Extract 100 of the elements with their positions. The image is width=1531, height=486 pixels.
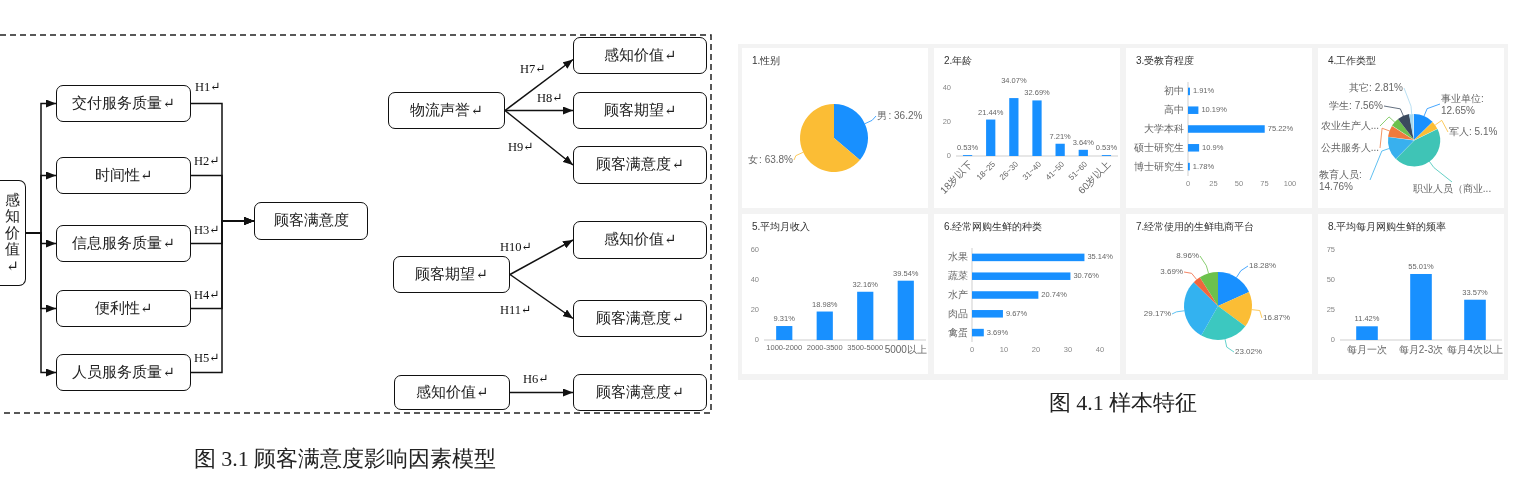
category-label: 禽蛋 [948, 326, 968, 339]
pie-wedge [1392, 119, 1414, 140]
node-label: 感知价值↵ [5, 191, 20, 275]
slice-label: 军人: 5.1% [1449, 126, 1498, 138]
edge-label: H1↵ [195, 80, 221, 94]
category-label: 水产 [948, 289, 968, 301]
edge-label: H11↵ [500, 303, 532, 317]
edge-label: H6↵ [523, 372, 549, 386]
edge-label: H3↵ [194, 223, 220, 237]
slice-label: 教育人员: 14.76% [1319, 168, 1369, 192]
category-label: 蔬菜 [948, 270, 968, 282]
node-label: 顾客满意度 [273, 212, 349, 230]
slice-label: 农业生产人... [1320, 120, 1379, 132]
category-label: 5000以上 [884, 344, 927, 356]
leader-line [1423, 103, 1441, 117]
leader-line [1379, 116, 1396, 127]
concept-box [56, 225, 191, 262]
value-label: : 63.8% [759, 154, 793, 166]
arrow [509, 273, 574, 320]
concept-box [394, 375, 510, 410]
edge-label: H10↵ [500, 240, 532, 254]
chart-title: 2.年龄 [944, 55, 973, 67]
concept-box [573, 146, 707, 184]
concept-box [56, 85, 191, 122]
category-label: 18岁以下 [937, 158, 975, 197]
figure-caption: 图 4.1 样本特征 [1048, 390, 1198, 416]
chart-title: 7.经常使用的生鲜电商平台 [1136, 221, 1255, 233]
category-label: 初中 [1164, 85, 1184, 98]
edge-label: H4↵ [194, 288, 220, 302]
value-label: 23.02% [1235, 347, 1263, 357]
category-label: 大学本科 [1144, 123, 1184, 135]
category-label: 每月一次 [1347, 344, 1387, 356]
arrow [190, 217, 255, 374]
node-label: 信息服务质量↵ [72, 234, 175, 253]
concept-box [393, 256, 510, 293]
node-label: 感知价值↵ [603, 46, 677, 65]
leader-line [1383, 105, 1404, 117]
pie-wedge [1395, 128, 1440, 166]
node-label: 顾客期望↵ [415, 265, 488, 284]
edge-label: H8↵ [537, 91, 563, 105]
concept-box [56, 157, 191, 194]
value-label: 18.28% [1249, 261, 1277, 271]
node-label: 交付服务质量↵ [72, 94, 175, 113]
concept-box [56, 354, 191, 391]
edge-label: H5↵ [194, 351, 220, 365]
arrow [25, 232, 57, 377]
value-label: : 36.2% [888, 110, 923, 122]
chart-title: 3.受教育程度 [1136, 55, 1195, 67]
pie-wedge [1414, 114, 1433, 140]
pie-wedge [1409, 114, 1414, 140]
node-label: 物流声誉↵ [410, 101, 483, 120]
concept-box [56, 290, 191, 327]
arrow [504, 58, 574, 112]
category-label: 每月4次以上 [1447, 344, 1503, 356]
concept-box [573, 37, 707, 74]
category-label: 博士研究生 [1134, 160, 1184, 173]
value-label: 8.96% [1176, 251, 1199, 261]
category-label: 肉品 [948, 308, 968, 320]
chart-title: 4.工作类型 [1328, 55, 1377, 67]
leader-line [1434, 119, 1449, 133]
category-label: 男 [877, 110, 887, 122]
slice-label: 其它: 2.81% [1349, 82, 1403, 94]
concept-box [254, 202, 368, 240]
chart-title: 5.平均月收入 [752, 221, 811, 233]
concept-box [573, 92, 707, 129]
concept-box [0, 180, 26, 286]
arrow [504, 109, 574, 166]
category-label: 女 [747, 154, 758, 166]
chart-title: 1.性别 [752, 55, 781, 67]
category-label: 水果 [948, 251, 968, 264]
node-label: 顾客满意度↵ [596, 156, 684, 174]
edge-label: H2↵ [194, 154, 220, 168]
leader-line [1369, 148, 1390, 181]
arrow [509, 239, 574, 276]
node-label: 人员服务质量↵ [72, 363, 175, 382]
value-label: 29.17% [1143, 309, 1171, 319]
arrow [504, 106, 574, 115]
chart-title: 8.平均每月网购生鲜的频率 [1328, 221, 1447, 233]
node-label: 便利性↵ [94, 299, 153, 318]
arrow [509, 388, 574, 397]
pie-wedge [1388, 136, 1414, 159]
node-label: 顾客期望↵ [603, 101, 677, 120]
concept-box [573, 221, 707, 259]
edge-label: H9↵ [508, 140, 534, 154]
pie-wedge [1414, 121, 1438, 140]
slice-label: 学生: 7.56% [1329, 100, 1383, 112]
node-label: 感知价值↵ [603, 231, 677, 249]
slice-label: 职业人员（商业... [1412, 183, 1492, 195]
concept-box [388, 92, 505, 129]
figure-caption: 图 3.1 顾客满意度影响因素模型 [193, 446, 497, 472]
node-label: 顾客满意度↵ [596, 383, 684, 402]
leader-line [1428, 160, 1453, 183]
edge-label: H7↵ [520, 62, 546, 76]
node-label: 感知价值↵ [415, 383, 489, 402]
category-label: 硕士研究生 [1134, 142, 1184, 154]
value-label: 3.69% [1160, 267, 1183, 277]
node-label: 时间性↵ [94, 166, 153, 185]
value-label: 16.87% [1263, 313, 1291, 323]
slice-label: 事业单位: 12.65% [1441, 92, 1491, 116]
slice-label: 公共服务人... [1320, 142, 1379, 154]
